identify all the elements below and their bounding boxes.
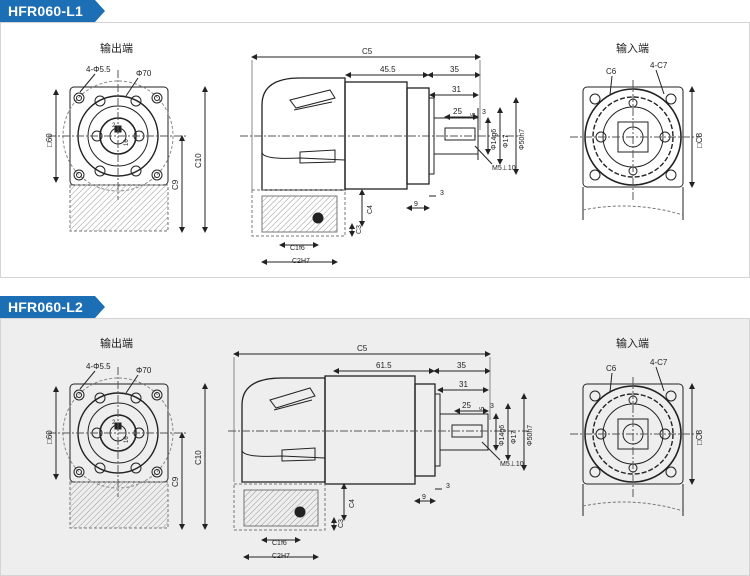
input-label: 输入端 <box>616 336 649 350</box>
dim-len31: 31 <box>459 380 468 389</box>
dim-c1: C1f6 <box>290 245 305 252</box>
dim-c9: C9 <box>171 179 180 190</box>
dim-c6: C6 <box>606 67 617 76</box>
dim-pilot: Φ17 <box>503 135 510 148</box>
side-view: C5 45.5 35 31 25 3 5 <box>240 47 526 265</box>
dim-len3b: 3 <box>446 483 450 490</box>
dim-pcd: Φ70 <box>136 366 152 375</box>
dim-c4: C4 <box>367 205 374 214</box>
drawing-l2: 输出端 4-Φ5.5 Φ70 2 16 □60 <box>45 336 704 560</box>
dim-c10: C10 <box>194 153 203 168</box>
dim-c7: 4-C7 <box>650 358 668 367</box>
dim-len-body: 45.5 <box>380 65 396 74</box>
dim-spig: Φ50h7 <box>519 129 526 150</box>
input-end-view: 输入端 C6 4-C7 □C8 <box>570 41 704 220</box>
dim-c5: C5 <box>357 344 368 353</box>
panel-l2 <box>0 318 750 576</box>
dim-key: 5 <box>471 112 477 116</box>
dim-len3a: 3 <box>482 109 486 116</box>
dim-c10: C10 <box>194 450 203 465</box>
dim-flange: □60 <box>45 133 54 147</box>
side-view: C5 61.5 35 31 25 3 5 <box>228 344 534 560</box>
dim-c6: C6 <box>606 364 617 373</box>
dim-c8: □C8 <box>695 132 704 148</box>
dim-c3: C3 <box>338 519 345 528</box>
dim-holes: 4-Φ5.5 <box>86 362 111 371</box>
dim-len9: 9 <box>422 494 426 501</box>
dim-len9: 9 <box>414 201 418 208</box>
dim-k2: 2 <box>112 123 116 129</box>
output-end-view: 输出端 4-Φ5.5 Φ70 2 16 □60 <box>45 41 208 233</box>
dim-len3a: 3 <box>490 403 494 410</box>
dim-pcd: Φ70 <box>136 69 152 78</box>
dim-thread: M5⊥10 <box>492 165 516 172</box>
dim-c9: C9 <box>171 476 180 487</box>
dim-k16: 16 <box>124 139 130 146</box>
model-title: HFR060-L1 <box>0 0 105 22</box>
dim-c8: □C8 <box>695 429 704 445</box>
dim-pilot: Φ17 <box>511 431 518 444</box>
dim-len25: 25 <box>462 401 471 410</box>
dim-len-body: 61.5 <box>376 361 392 370</box>
dim-flange: □60 <box>45 430 54 444</box>
drawing-l1: 输出端 4-Φ5.5 Φ70 2 16 □60 <box>45 41 704 265</box>
dim-c5: C5 <box>362 47 373 56</box>
input-end-view: 输入端 C6 4-C7 □C8 <box>570 336 704 516</box>
dim-len31: 31 <box>452 85 461 94</box>
dim-c2: C2H7 <box>272 553 290 560</box>
dim-k16: 16 <box>124 436 130 443</box>
dim-len35: 35 <box>457 361 466 370</box>
dim-k2: 2 <box>112 420 116 426</box>
dim-thread: M5⊥10 <box>500 461 524 468</box>
dim-key: 5 <box>480 406 486 410</box>
model-title: HFR060-L2 <box>0 296 105 318</box>
dim-holes: 4-Φ5.5 <box>86 65 111 74</box>
input-label: 输入端 <box>616 41 649 55</box>
dim-c4: C4 <box>349 499 356 508</box>
dim-c3: C3 <box>356 225 363 234</box>
dim-c1: C1f6 <box>272 540 287 547</box>
dim-shaft: Φ14g6 <box>499 425 506 446</box>
dim-len3b: 3 <box>440 190 444 197</box>
dim-shaft: Φ14g6 <box>491 129 498 150</box>
dim-spig: Φ50h7 <box>527 425 534 446</box>
output-label: 输出端 <box>100 336 133 350</box>
dim-len35: 35 <box>450 65 459 74</box>
dim-c7: 4-C7 <box>650 61 668 70</box>
dim-len25: 25 <box>453 107 462 116</box>
panel-l1 <box>0 22 750 278</box>
output-end-view: 输出端 4-Φ5.5 Φ70 2 16 □60 <box>45 336 208 530</box>
dim-c2: C2H7 <box>292 258 310 265</box>
output-label: 输出端 <box>100 41 133 55</box>
